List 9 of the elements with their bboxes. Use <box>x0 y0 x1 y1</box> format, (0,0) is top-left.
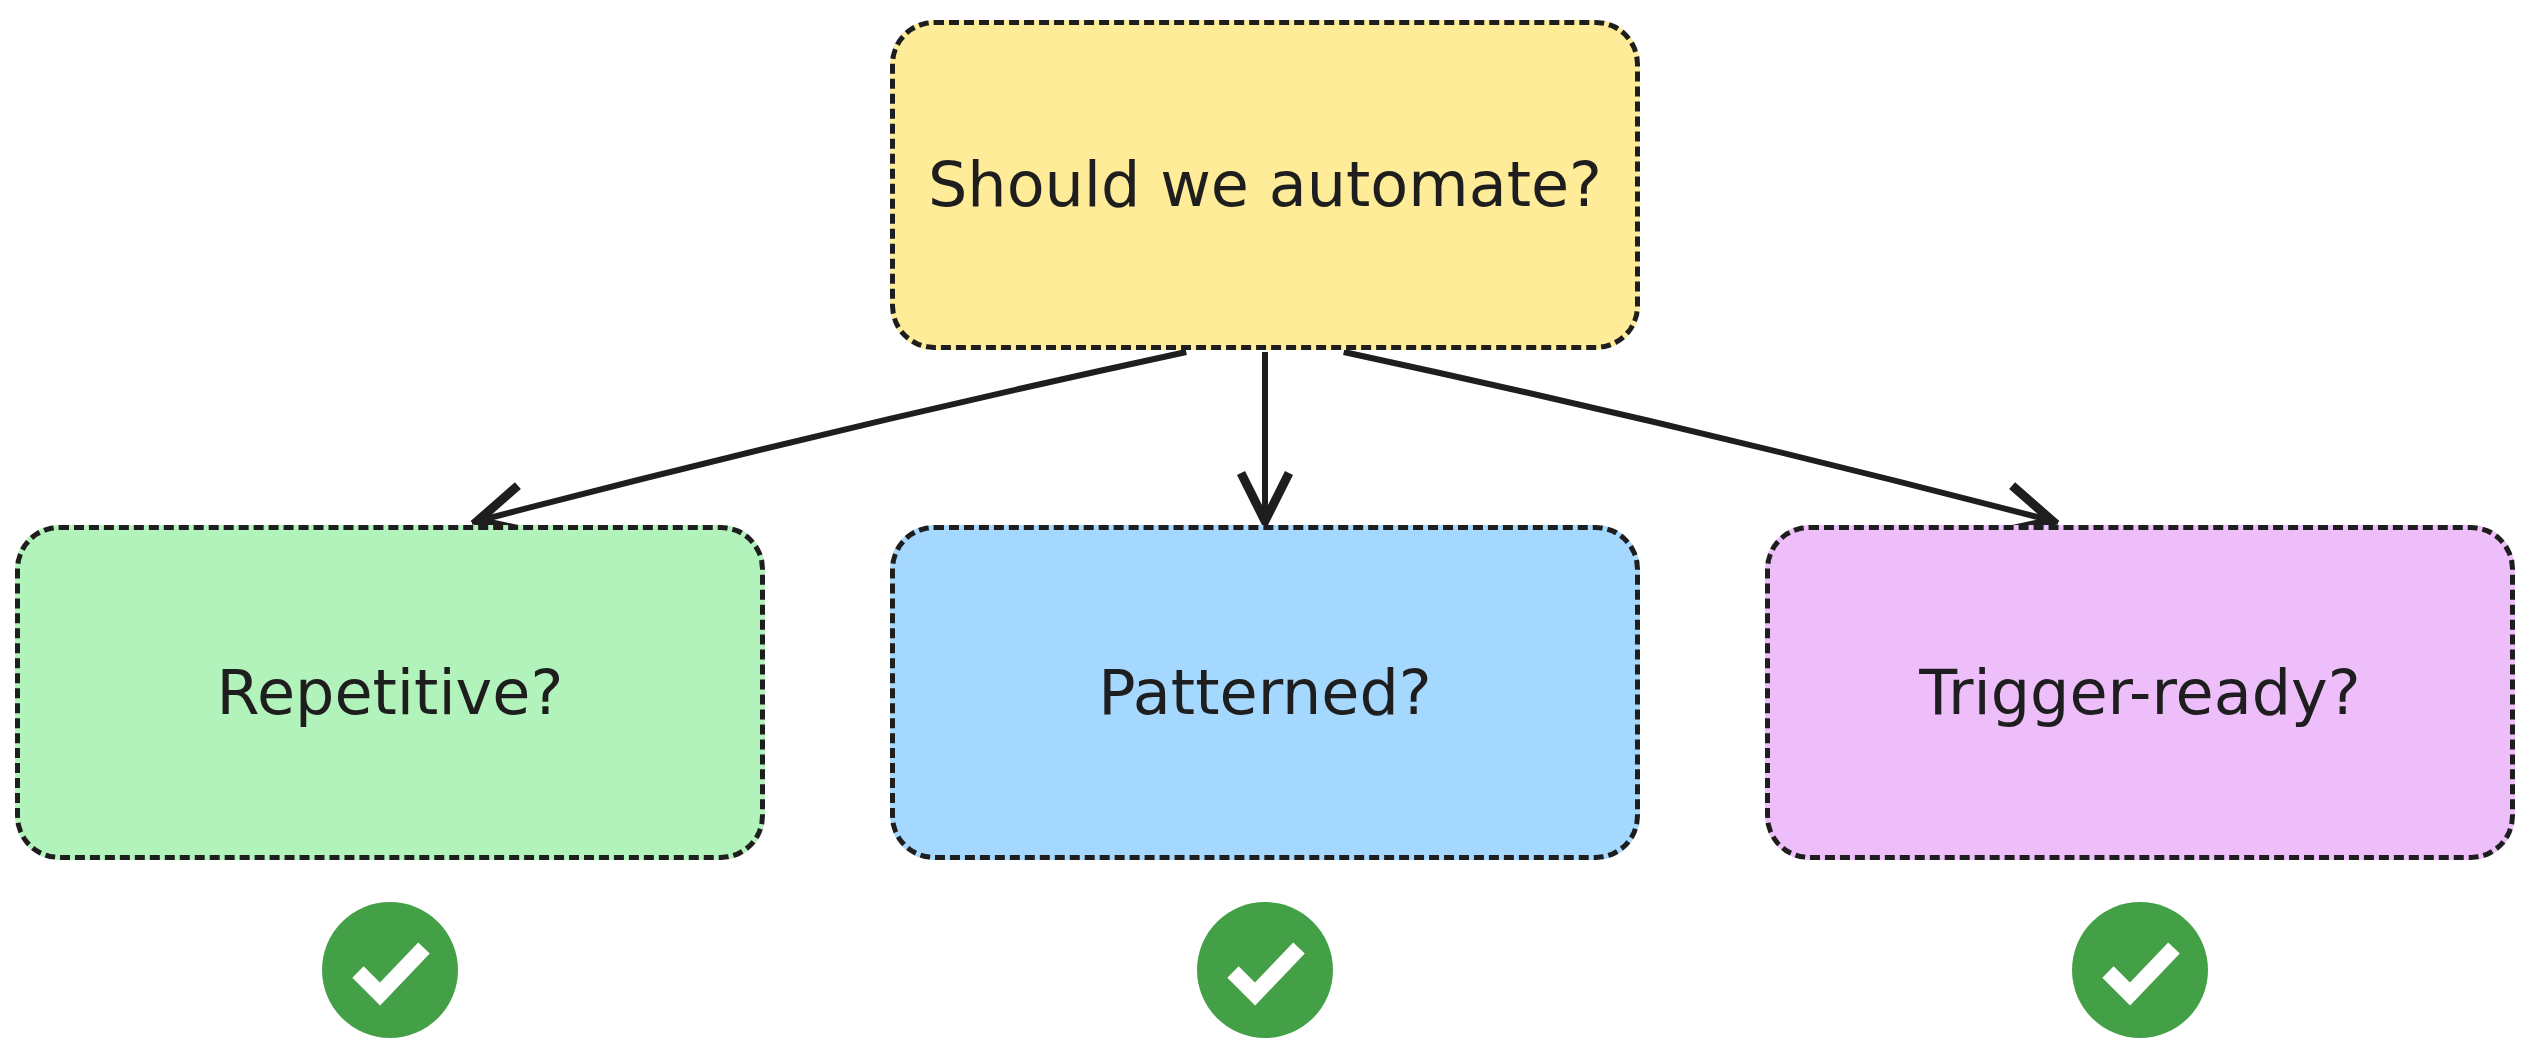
criterion-box <box>890 525 1640 860</box>
criterion-box <box>15 525 765 860</box>
box-label: Repetitive? <box>216 654 564 731</box>
box-label: Patterned? <box>1098 654 1432 731</box>
box-label: Should we automate? <box>928 147 1602 224</box>
box-label: Trigger-ready? <box>1919 654 2361 731</box>
question-box <box>890 20 1640 350</box>
arrow <box>1236 352 1294 526</box>
criterion-box <box>1765 525 2515 860</box>
